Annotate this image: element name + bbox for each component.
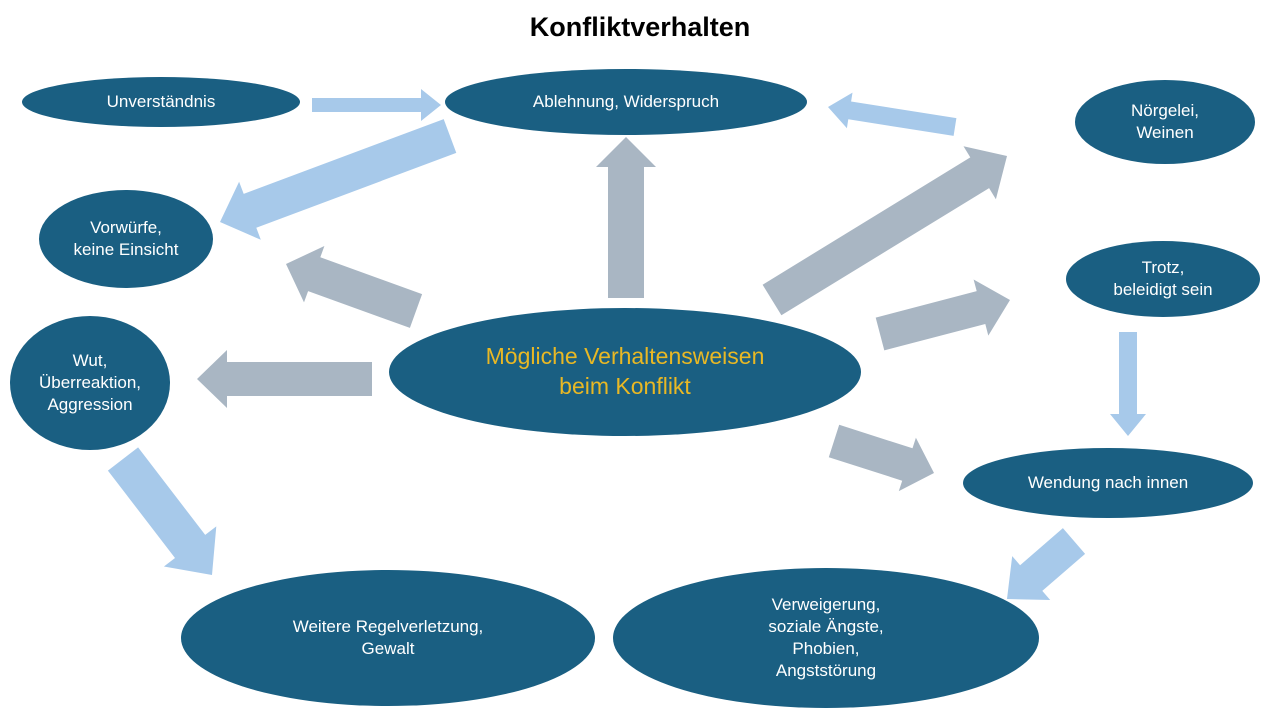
node-noergelei bbox=[1075, 80, 1255, 164]
node-regelverletzung bbox=[181, 570, 595, 706]
node-vorwuerfe bbox=[39, 190, 213, 288]
node-unverstaendnis bbox=[22, 77, 300, 127]
arrow-center-to-noergelei bbox=[762, 146, 1007, 316]
nodes-layer bbox=[10, 69, 1260, 708]
node-wendung bbox=[963, 448, 1253, 518]
node-center bbox=[389, 308, 861, 436]
arrow-center-to-wut bbox=[197, 350, 372, 408]
arrow-center-to-vorwuerfe bbox=[286, 246, 423, 328]
arrow-center-to-ablehnung bbox=[596, 137, 656, 298]
arrow-center-to-wendung bbox=[828, 424, 934, 492]
arrow-ablehnung-to-vorwuerfe bbox=[220, 119, 457, 240]
arrow-wut-to-regelverletzung bbox=[107, 447, 217, 575]
arrow-wendung-to-verweigerung bbox=[1007, 528, 1086, 600]
arrow-trotz-to-wendung bbox=[1110, 332, 1146, 436]
diagram-title: Konfliktverhalten bbox=[529, 12, 751, 42]
arrow-noergelei-to-ablehnung bbox=[828, 92, 957, 136]
arrow-center-to-trotz bbox=[875, 279, 1010, 351]
node-ablehnung bbox=[445, 69, 807, 135]
node-wut bbox=[10, 316, 170, 450]
arrows-layer bbox=[107, 89, 1146, 600]
node-trotz bbox=[1066, 241, 1260, 317]
node-verweigerung bbox=[613, 568, 1039, 708]
arrow-unverstaendnis-to-ablehnung bbox=[312, 89, 441, 121]
